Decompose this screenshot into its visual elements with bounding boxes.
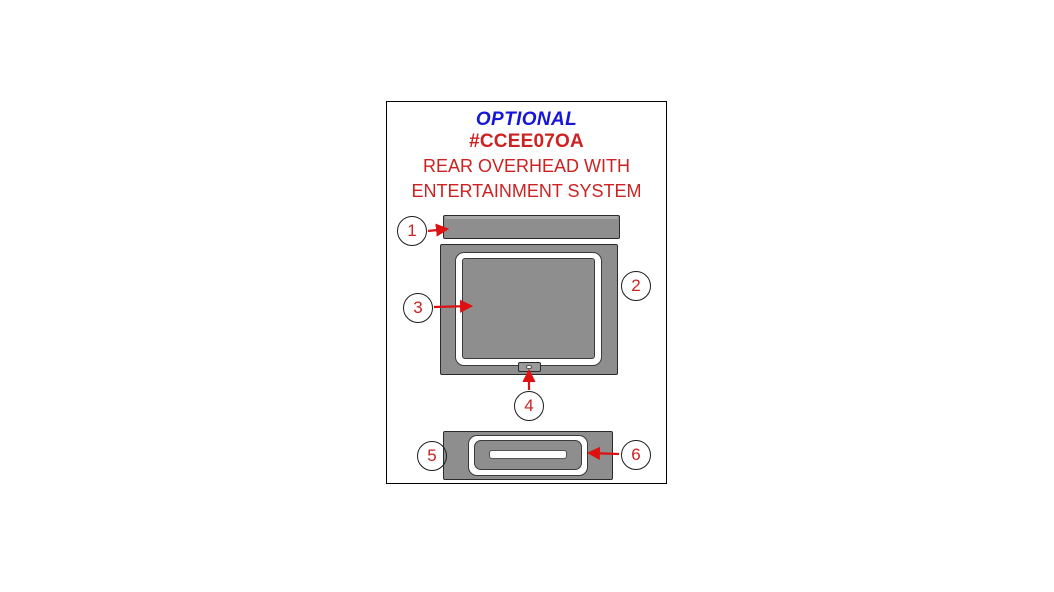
leader-arrow-1 <box>427 223 450 237</box>
part-latch-button-indicator <box>526 365 532 369</box>
optional-label: OPTIONAL <box>475 109 578 130</box>
callout-1[interactable]: 1 <box>397 216 427 246</box>
callout-3[interactable]: 3 <box>403 293 433 323</box>
callout-6[interactable]: 6 <box>621 440 651 470</box>
part-code-label: #CCEE07OA <box>469 131 584 152</box>
part-lower-console-slot-groove <box>489 450 567 459</box>
callout-2[interactable]: 2 <box>621 271 651 301</box>
callout-4[interactable]: 4 <box>514 391 544 421</box>
part-screen <box>462 258 595 359</box>
part-top-trim-bar <box>443 215 620 239</box>
leader-arrow-3 <box>433 299 474 313</box>
callout-5[interactable]: 5 <box>417 441 447 471</box>
part-top-trim-bar-highlight <box>445 216 618 219</box>
leader-arrow-6 <box>586 446 620 460</box>
heading-block: OPTIONAL #CCEE07OA REAR OVERHEAD WITH EN… <box>386 110 667 204</box>
description-line-1: REAR OVERHEAD WITH <box>422 156 631 176</box>
description-line-2: ENTERTAINMENT SYSTEM <box>411 180 642 201</box>
